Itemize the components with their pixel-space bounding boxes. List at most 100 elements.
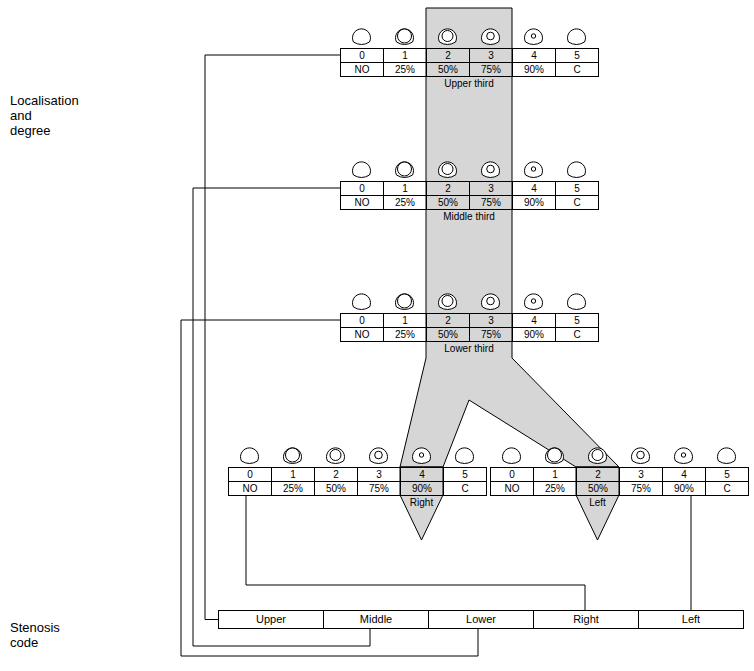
lumen-circle: [681, 453, 685, 457]
lumen-icon: [589, 448, 607, 464]
side-heading: Localisation and degree: [10, 93, 82, 138]
lumen-icon: [675, 448, 693, 464]
grade-percent: 75%: [481, 198, 501, 208]
lumen-circle: [531, 299, 535, 303]
table-label: Right: [409, 497, 434, 509]
table-cell: 25%: [271, 481, 315, 496]
lumen-circle: [375, 451, 383, 459]
grade-percent: NO: [243, 484, 258, 494]
lumen-icon: [525, 162, 543, 178]
table-cell: C: [705, 481, 749, 496]
vessel-outline: [353, 29, 371, 45]
grade-percent: 25%: [283, 484, 303, 494]
table-cell: NO: [340, 62, 384, 77]
lumen-icon: [439, 294, 457, 310]
lumen-circle: [637, 451, 645, 459]
grading-table: 012345NO25%50%75%90%CMiddle third: [340, 181, 599, 210]
table-cell: 90%: [512, 195, 556, 210]
lumen-icon: [396, 294, 414, 310]
lumen-icon: [632, 448, 650, 464]
lumen-circle: [548, 448, 562, 462]
grade-number: 0: [247, 470, 253, 480]
grade-number: 1: [552, 470, 558, 480]
lumen-icon: [396, 162, 414, 178]
band-pointer: [400, 467, 443, 540]
lumen-icon: [327, 448, 345, 464]
lumen-icon: [456, 448, 474, 464]
grade-number: 3: [488, 184, 494, 194]
table-cell: NO: [340, 327, 384, 342]
table-cell: C: [555, 62, 599, 77]
vessel-outline: [525, 294, 543, 310]
lumen-icon: [567, 162, 585, 178]
vessel-outline: [525, 29, 543, 45]
grade-percent: 25%: [395, 330, 415, 340]
vessel-outline: [396, 294, 414, 310]
lumen-icon: [353, 29, 371, 45]
grade-percent: 90%: [674, 484, 694, 494]
table-cell: 0: [490, 467, 534, 482]
table-cell: 25%: [383, 62, 427, 77]
table-cell: 2: [426, 313, 470, 328]
grade-number: 2: [445, 316, 451, 326]
code-box: Right: [533, 610, 639, 629]
table-cell: 75%: [469, 327, 513, 342]
lumen-icon: [503, 448, 521, 464]
connector-line: [205, 55, 340, 620]
lumen-circle: [442, 164, 453, 175]
grading-table: 012345NO25%50%75%90%CLower third: [340, 313, 599, 342]
table-cell: 25%: [383, 327, 427, 342]
connector-line: [193, 188, 370, 646]
table-cell: 75%: [619, 481, 663, 496]
table-cell: 2: [426, 48, 470, 63]
table-cell: 1: [383, 181, 427, 196]
grade-percent: C: [573, 330, 580, 340]
vessel-outline: [353, 294, 371, 310]
vessel-outline: [567, 294, 585, 310]
grade-percent: 75%: [369, 484, 389, 494]
grade-number: 3: [376, 470, 382, 480]
lumen-icons: [241, 29, 736, 464]
grade-number: 5: [724, 470, 730, 480]
side-heading: Stenosis code: [10, 620, 82, 650]
table-cell: 0: [340, 313, 384, 328]
grade-percent: NO: [505, 484, 520, 494]
table-cell: 25%: [383, 195, 427, 210]
table-cell: 50%: [314, 481, 358, 496]
table-cell: 75%: [469, 62, 513, 77]
connector-line: [246, 496, 585, 610]
lumen-icon: [413, 448, 431, 464]
grade-number: 0: [509, 470, 515, 480]
lumen-circle: [487, 165, 495, 173]
table-cell: NO: [228, 481, 272, 496]
vessel-outline: [439, 162, 457, 178]
grade-number: 0: [359, 184, 365, 194]
connector-line: [691, 496, 692, 610]
table-cell: 0: [340, 181, 384, 196]
grade-percent: 75%: [481, 65, 501, 75]
table-cell: 4: [400, 467, 444, 482]
code-label: Upper: [256, 614, 286, 625]
grade-number: 4: [531, 184, 537, 194]
table-cell: 90%: [512, 327, 556, 342]
lumen-circle: [531, 167, 535, 171]
code-label: Right: [573, 614, 599, 625]
lumen-icon: [439, 162, 457, 178]
table-cell: 0: [228, 467, 272, 482]
table-cell: 5: [443, 467, 487, 482]
vessel-outline: [395, 29, 413, 45]
table-cell: 1: [533, 467, 577, 482]
grade-percent: C: [573, 65, 580, 75]
table-cell: C: [555, 327, 599, 342]
grade-percent: NO: [355, 65, 370, 75]
lumen-icon: [525, 294, 543, 310]
lumen-icon: [546, 448, 564, 464]
table-cell: 5: [555, 181, 599, 196]
table-cell: 50%: [426, 327, 470, 342]
grade-percent: 90%: [524, 198, 544, 208]
lumen-circle: [442, 296, 453, 307]
grade-percent: 50%: [588, 484, 608, 494]
grade-number: 2: [445, 184, 451, 194]
table-cell: 3: [469, 313, 513, 328]
